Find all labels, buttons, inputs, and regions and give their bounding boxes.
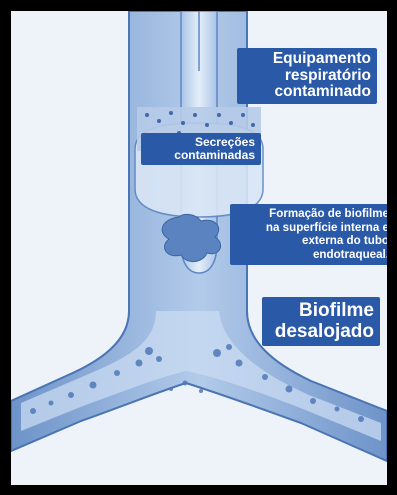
label-secrecoes-contaminadas: Secreções contaminadas	[141, 133, 261, 165]
label-line: endotraqueal.	[236, 248, 387, 262]
label-line: respiratório	[243, 68, 371, 85]
label-line: Secreções	[147, 136, 255, 149]
label-line: externa do tubo	[236, 234, 387, 248]
label-line: contaminado	[243, 84, 371, 101]
label-line: Biofilme	[268, 300, 374, 321]
label-line: contaminadas	[147, 149, 255, 162]
label-line: desalojado	[268, 321, 374, 342]
label-biofilme-desalojado: Biofilme desalojado	[262, 297, 380, 346]
label-line: Equipamento	[243, 51, 371, 68]
label-line: na superfície interna e	[236, 221, 387, 235]
label-formacao-biofilme: Formação de biofilme na superfície inter…	[230, 204, 387, 265]
label-equipamento-contaminado: Equipamento respiratório contaminado	[237, 48, 377, 104]
label-line: Formação de biofilme	[236, 207, 387, 221]
diagram-panel: Equipamento respiratório contaminado Sec…	[11, 11, 387, 485]
